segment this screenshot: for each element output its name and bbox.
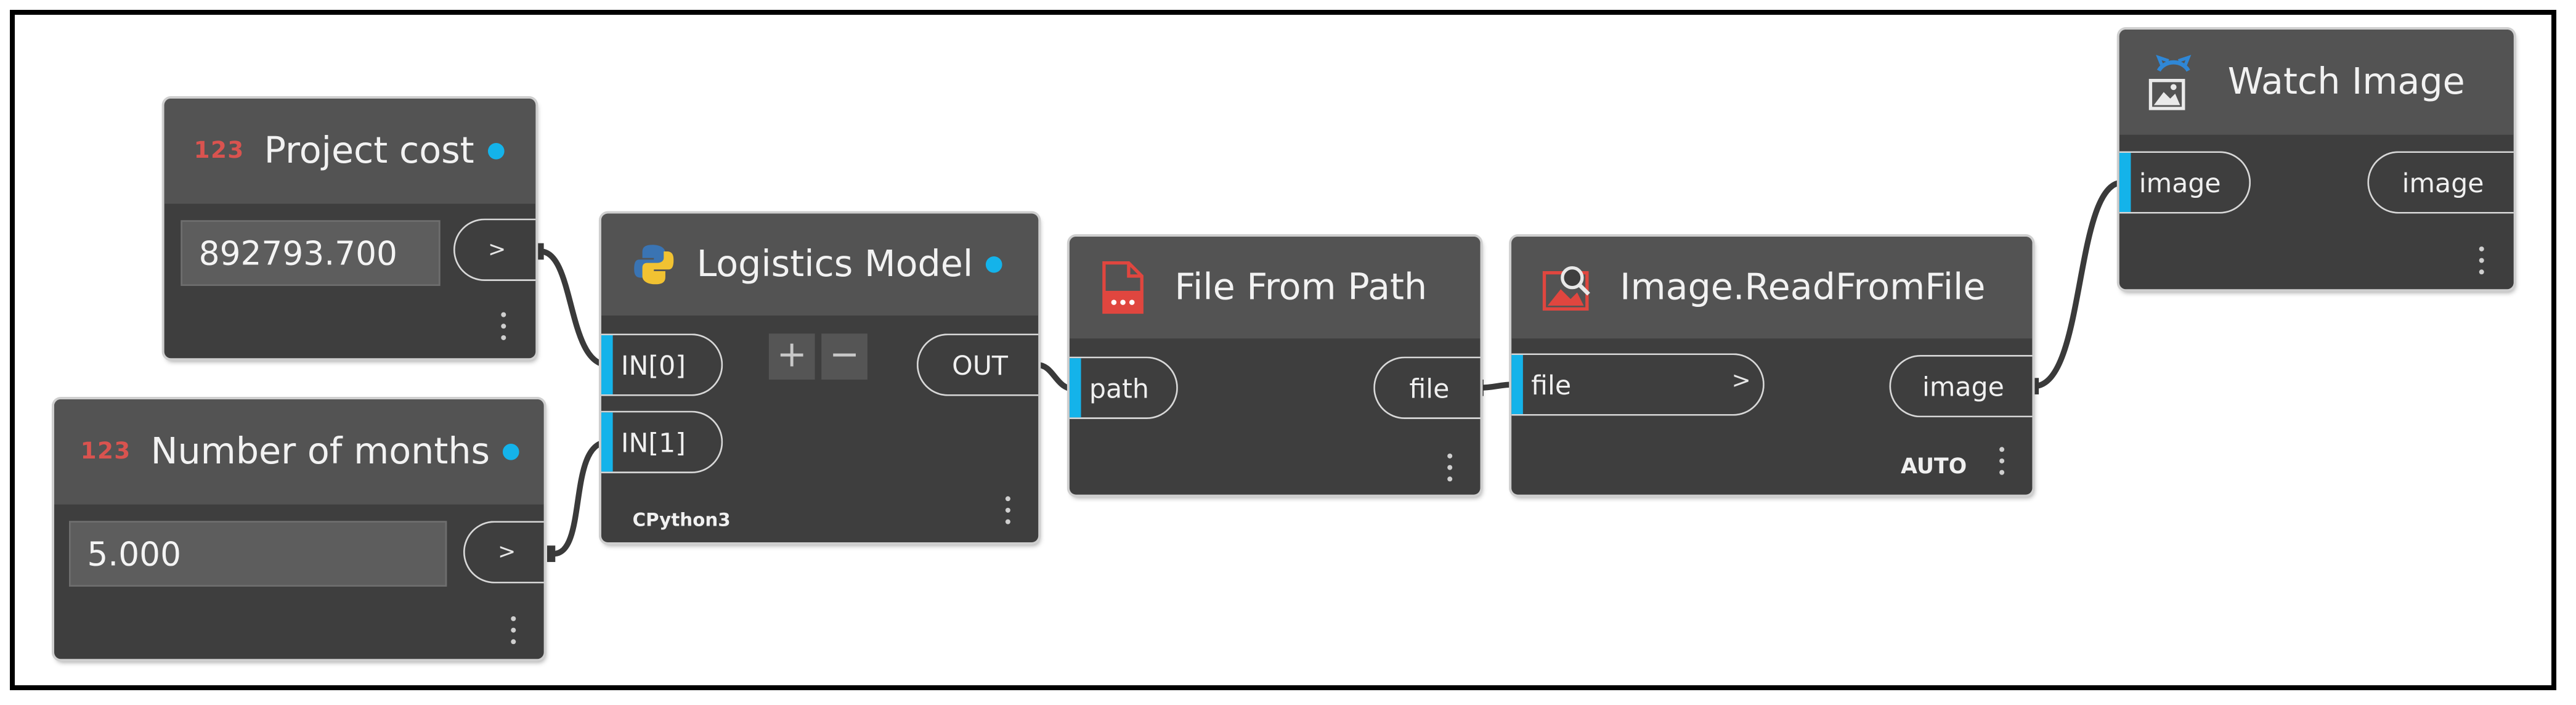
project-cost-node[interactable]: 123 Project cost 892793.700 >: [164, 98, 536, 359]
input-port-in1[interactable]: IN[1]: [601, 410, 723, 473]
node-title: Watch Image: [2227, 61, 2465, 103]
input-port-path[interactable]: path: [1069, 356, 1178, 419]
node-header[interactable]: 123 Number of months: [54, 399, 544, 505]
wire-end-marker: [2030, 378, 2039, 394]
node-header[interactable]: Image.ReadFromFile: [1511, 236, 2033, 339]
watch-image-node[interactable]: Watch Image image image: [2119, 29, 2514, 290]
wire-project-cost-to-in0: [540, 248, 609, 368]
input-port-file[interactable]: file: [1511, 353, 1765, 416]
node-menu-icon[interactable]: [511, 616, 516, 651]
node-title: Image.ReadFromFile: [1620, 267, 1986, 308]
preview-dot-icon: [503, 443, 520, 460]
node-title: Logistics Model: [696, 243, 973, 285]
wire-file-to-file: [1478, 381, 1515, 391]
node-header[interactable]: Watch Image: [2119, 29, 2514, 135]
node-menu-icon[interactable]: [2479, 246, 2484, 281]
wire-end-marker: [535, 243, 544, 260]
watch-image-icon: [2145, 51, 2201, 113]
number-icon: 123: [80, 438, 131, 465]
input-port-image[interactable]: image: [2119, 151, 2251, 214]
logistics-model-node[interactable]: Logistics Model IN[0] IN[1] + − OUT CPyt…: [601, 213, 1039, 542]
output-button[interactable]: >: [453, 218, 536, 281]
image-search-icon: [1541, 263, 1593, 312]
output-button[interactable]: >: [463, 521, 544, 584]
node-header[interactable]: Logistics Model: [601, 213, 1039, 316]
node-menu-icon[interactable]: [501, 312, 506, 347]
preview-dot-icon: [986, 256, 1003, 273]
input-expand-arrow[interactable]: >: [1731, 368, 1751, 394]
number-input[interactable]: 5.000: [68, 521, 447, 587]
output-port-file[interactable]: file: [1373, 356, 1481, 419]
engine-label[interactable]: CPython3: [632, 509, 731, 531]
node-header[interactable]: 123 Project cost: [164, 98, 536, 204]
node-title: File From Path: [1174, 267, 1428, 308]
output-port-image[interactable]: image: [1889, 354, 2033, 418]
number-icon: 123: [193, 137, 245, 165]
lacing-label[interactable]: AUTO: [1901, 455, 1967, 480]
wire-image-to-image: [2033, 179, 2123, 389]
wire-end-marker: [546, 545, 556, 562]
remove-input-button[interactable]: −: [821, 333, 867, 380]
output-port-image[interactable]: image: [2367, 151, 2514, 214]
node-title: Number of months: [150, 431, 490, 473]
file-from-path-node[interactable]: File From Path path file: [1069, 236, 1481, 495]
python-icon: [631, 242, 677, 288]
file-icon: [1099, 261, 1145, 314]
wire-months-to-in1: [553, 439, 609, 557]
number-of-months-node[interactable]: 123 Number of months 5.000 >: [54, 399, 544, 659]
preview-dot-icon: [487, 142, 504, 160]
node-menu-icon[interactable]: [1005, 496, 1010, 531]
output-port-out[interactable]: OUT: [916, 333, 1039, 396]
input-port-in0[interactable]: IN[0]: [601, 333, 723, 396]
node-title: Project cost: [264, 130, 474, 172]
number-input[interactable]: 892793.700: [181, 220, 441, 286]
node-menu-icon[interactable]: [1999, 447, 2005, 481]
add-input-button[interactable]: +: [768, 333, 815, 380]
node-header[interactable]: File From Path: [1069, 236, 1481, 339]
image-read-from-file-node[interactable]: Image.ReadFromFile file > image AUTO: [1511, 236, 2033, 495]
node-menu-icon[interactable]: [1447, 453, 1453, 488]
